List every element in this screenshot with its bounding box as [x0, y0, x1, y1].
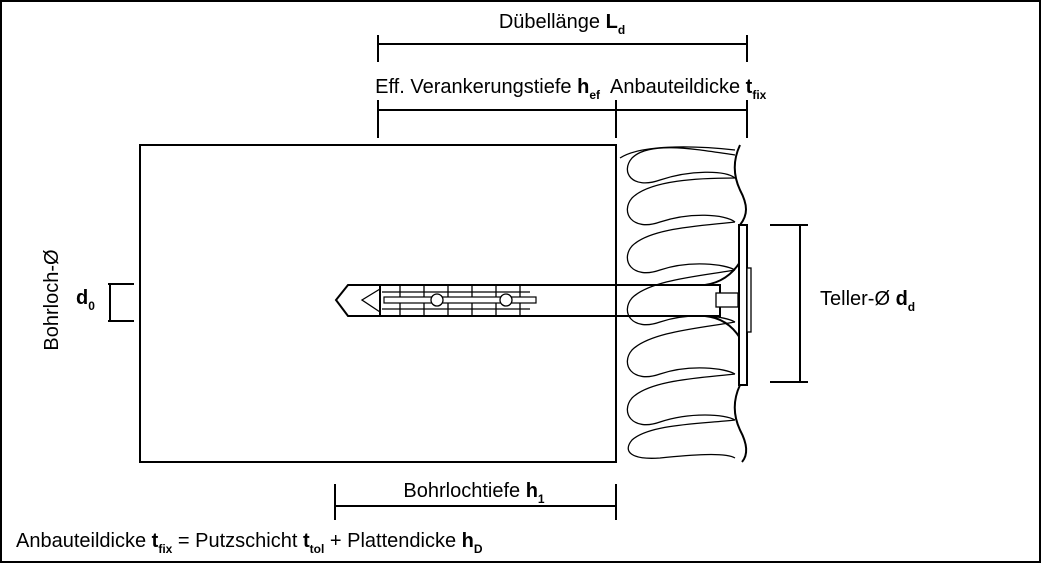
dim-teller — [770, 224, 808, 383]
formula-text: Anbauteildicke tfix = Putzschicht ttol +… — [16, 530, 483, 556]
dim-bohrlochtiefe — [334, 484, 617, 520]
label-d0: d0 — [76, 287, 95, 313]
label-teller: Teller-Ø dd — [820, 288, 915, 314]
label-verankerungstiefe: Eff. Verankerungstiefe hef — [375, 76, 601, 102]
dim-duebellaenge — [377, 35, 748, 62]
insulation-panel — [619, 144, 748, 463]
label-bohrlochtiefe: Bohrlochtiefe h1 — [403, 480, 545, 506]
dim-verankerungstiefe — [377, 100, 617, 138]
dim-bohrloch — [108, 283, 134, 322]
label-anbauteildicke: Anbauteildicke tfix — [610, 76, 767, 102]
base-material — [139, 144, 617, 463]
dowel — [334, 224, 752, 386]
dim-anbauteildicke — [616, 100, 748, 138]
label-duebellaenge: Dübellänge Ld — [499, 11, 625, 37]
label-bohrloch: Bohrloch-Ø — [41, 249, 63, 350]
